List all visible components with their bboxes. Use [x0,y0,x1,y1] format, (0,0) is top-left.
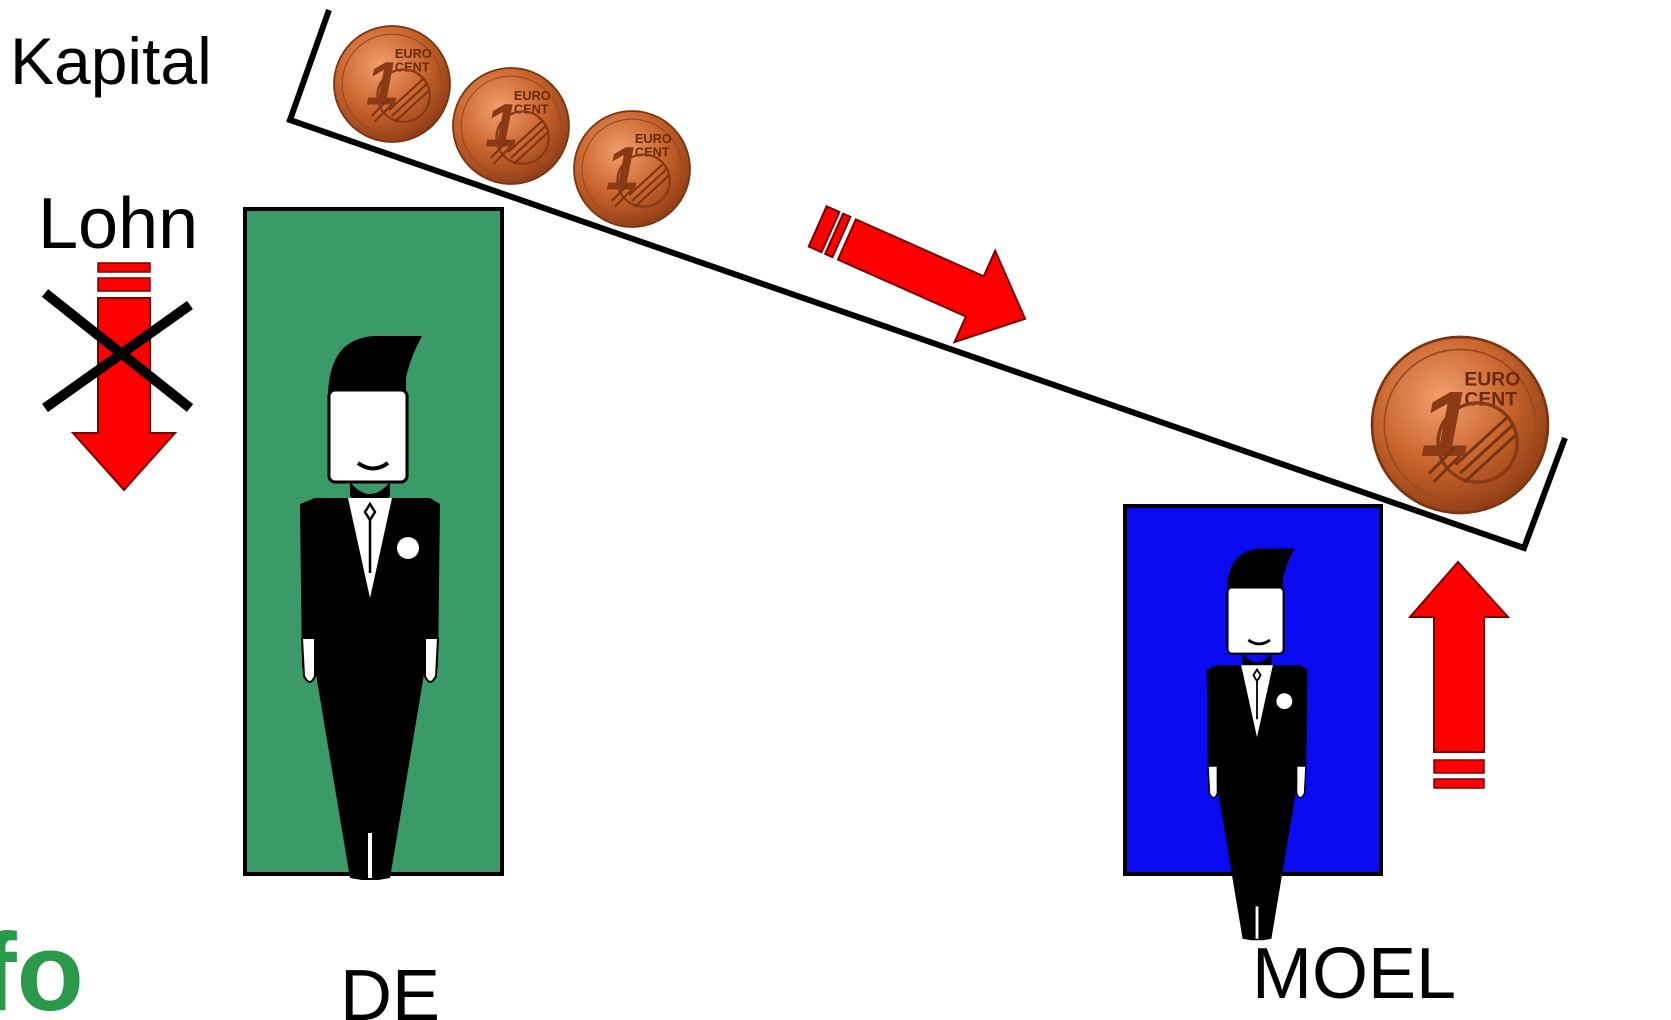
coin-icon [574,111,690,227]
moel-label: MOEL [1252,934,1457,1014]
wage-label: Lohn [38,184,199,264]
coin-icon [334,26,450,142]
tilted-plank [286,8,1568,552]
coin-icon [1372,337,1548,513]
arrow-up-icon [1407,560,1511,789]
capital-label: Kapital [10,24,212,98]
coin-icon [453,68,569,184]
logo: fo [0,911,84,1020]
arrow-down-icon [70,262,178,492]
arrow-diagonal-icon [807,205,1027,344]
cross-icon [41,289,194,413]
de-label: DE [340,956,441,1020]
